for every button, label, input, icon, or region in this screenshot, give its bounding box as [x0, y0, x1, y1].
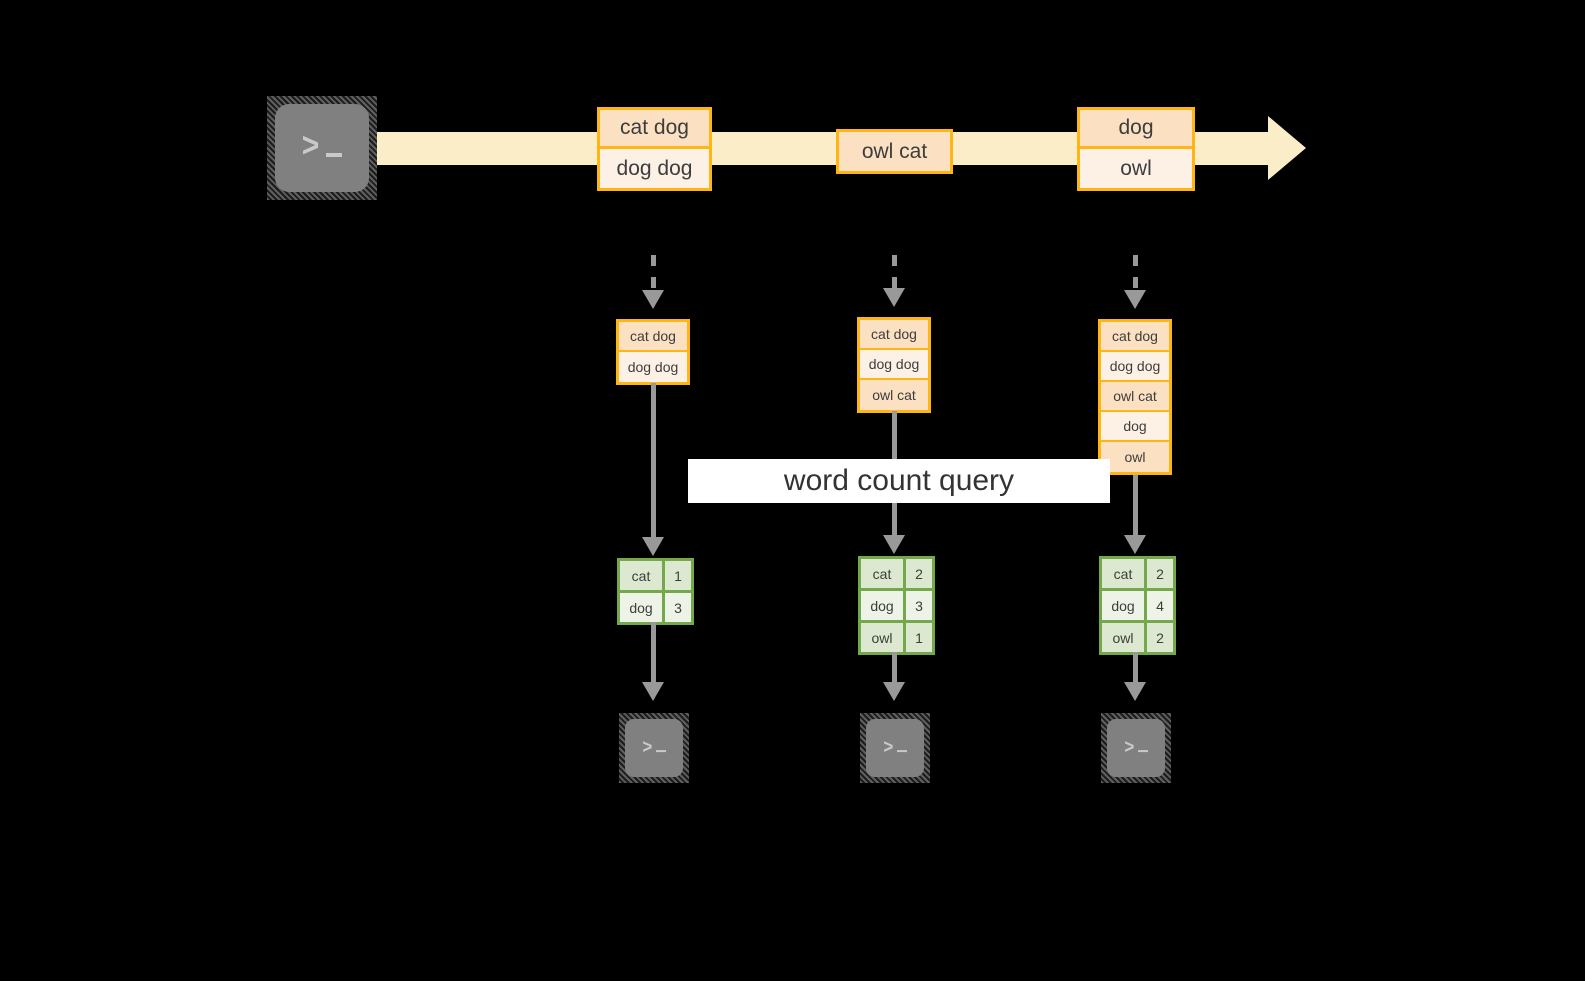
result-word: dog	[861, 591, 906, 620]
query-connector-3	[1133, 475, 1138, 539]
prompt-cursor-icon	[656, 750, 666, 753]
query-banner: word count query	[688, 459, 1110, 503]
result-to-sink-arrowhead-2	[883, 682, 905, 701]
result-to-sink-arrowhead-1	[642, 682, 664, 701]
result-row: dog 3	[620, 593, 691, 622]
result-count: 2	[1147, 623, 1173, 652]
terminal-screen	[275, 104, 369, 192]
input-record: dog dog	[1101, 352, 1169, 382]
input-record: cat dog	[619, 322, 687, 352]
sink-terminal-icon-2[interactable]: >	[860, 713, 930, 783]
prompt-chevron-icon: >	[642, 735, 654, 757]
result-count: 2	[1147, 559, 1173, 588]
prompt-chevron-icon: >	[1124, 735, 1136, 757]
batch-to-table-arrowhead	[883, 288, 905, 307]
stream-record: dog	[1080, 110, 1192, 149]
batch-to-table-arrowhead	[642, 290, 664, 309]
prompt-cursor-icon	[1138, 750, 1148, 753]
result-word: cat	[620, 561, 665, 590]
batch-to-table-connector	[1133, 255, 1138, 293]
query-arrowhead-1	[642, 537, 664, 556]
terminal-prompt: >	[860, 711, 930, 781]
input-table-1: cat dog dog dog	[616, 319, 690, 385]
result-word: cat	[1102, 559, 1147, 588]
result-count: 1	[906, 623, 932, 652]
result-to-sink-arrowhead-3	[1124, 682, 1146, 701]
input-record: dog dog	[619, 352, 687, 382]
result-row: owl 2	[1102, 623, 1173, 652]
input-record: owl	[1101, 442, 1169, 472]
stream-record: cat dog	[600, 110, 709, 149]
terminal-screen	[625, 719, 683, 777]
result-count: 3	[906, 591, 932, 620]
result-word: cat	[861, 559, 906, 588]
prompt-chevron-icon: >	[883, 735, 895, 757]
prompt-cursor-icon	[897, 750, 907, 753]
terminal-screen	[1107, 719, 1165, 777]
stream-record: dog dog	[600, 149, 709, 188]
result-word: dog	[1102, 591, 1147, 620]
query-connector-1	[651, 383, 656, 541]
stream-record: owl cat	[839, 132, 950, 171]
result-table-3: cat 2 dog 4 owl 2	[1099, 556, 1176, 655]
result-row: owl 1	[861, 623, 932, 652]
stream-arrow-head	[1268, 116, 1306, 180]
result-word: owl	[861, 623, 906, 652]
input-record: cat dog	[860, 320, 928, 350]
stream-batch-2: owl cat	[836, 129, 953, 174]
result-count: 1	[665, 561, 691, 590]
input-record: owl cat	[1101, 382, 1169, 412]
stream-batch-3: dog owl	[1077, 107, 1195, 191]
terminal-screen	[866, 719, 924, 777]
query-arrowhead-3	[1124, 535, 1146, 554]
input-table-3: cat dog dog dog owl cat dog owl	[1098, 319, 1172, 475]
result-to-sink-connector-2	[892, 652, 897, 686]
result-row: dog 3	[861, 591, 932, 623]
result-row: cat 1	[620, 561, 691, 593]
result-row: cat 2	[1102, 559, 1173, 591]
sink-terminal-icon-1[interactable]: >	[619, 713, 689, 783]
input-table-2: cat dog dog dog owl cat	[857, 317, 931, 413]
input-record: dog dog	[860, 350, 928, 380]
stream-batch-1: cat dog dog dog	[597, 107, 712, 191]
input-record: dog	[1101, 412, 1169, 442]
result-count: 3	[665, 593, 691, 622]
result-table-1: cat 1 dog 3	[617, 558, 694, 625]
prompt-chevron-icon: >	[301, 126, 321, 165]
batch-to-table-connector	[651, 255, 656, 293]
query-arrowhead-2	[883, 535, 905, 554]
result-to-sink-connector-3	[1133, 652, 1138, 686]
source-terminal-icon[interactable]: >	[267, 96, 377, 200]
result-count: 4	[1147, 591, 1173, 620]
result-row: dog 4	[1102, 591, 1173, 623]
batch-to-table-arrowhead	[1124, 290, 1146, 309]
input-record: owl cat	[860, 380, 928, 410]
result-word: dog	[620, 593, 665, 622]
result-row: cat 2	[861, 559, 932, 591]
terminal-prompt: >	[619, 711, 689, 781]
terminal-prompt: >	[1101, 711, 1171, 781]
terminal-prompt: >	[267, 94, 377, 198]
sink-terminal-icon-3[interactable]: >	[1101, 713, 1171, 783]
prompt-cursor-icon	[325, 153, 343, 157]
result-word: owl	[1102, 623, 1147, 652]
result-table-2: cat 2 dog 3 owl 1	[858, 556, 935, 655]
result-count: 2	[906, 559, 932, 588]
input-record: cat dog	[1101, 322, 1169, 352]
result-to-sink-connector-1	[651, 622, 656, 686]
batch-to-table-connector	[892, 255, 897, 291]
stream-record: owl	[1080, 149, 1192, 188]
